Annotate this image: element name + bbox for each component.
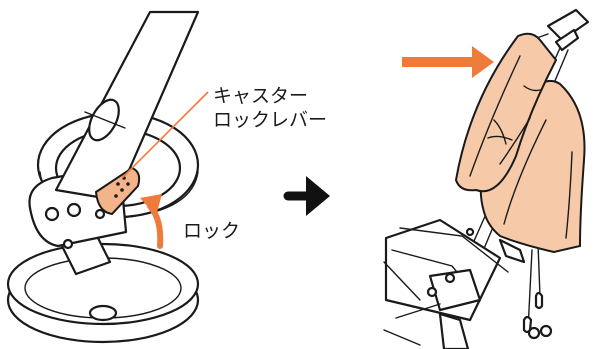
caster-lever-label-line1: キャスター	[213, 85, 308, 107]
caster-lever-label-line2: ロックレバー	[213, 109, 327, 131]
right-arrow-icon	[288, 176, 330, 216]
stroller-illustration	[384, 10, 588, 349]
caster-illustration: キャスター ロックレバー ロック	[8, 12, 327, 342]
lock-label: ロック	[183, 220, 240, 242]
orange-right-arrow-icon	[402, 46, 494, 78]
hanging-straps	[524, 244, 551, 338]
